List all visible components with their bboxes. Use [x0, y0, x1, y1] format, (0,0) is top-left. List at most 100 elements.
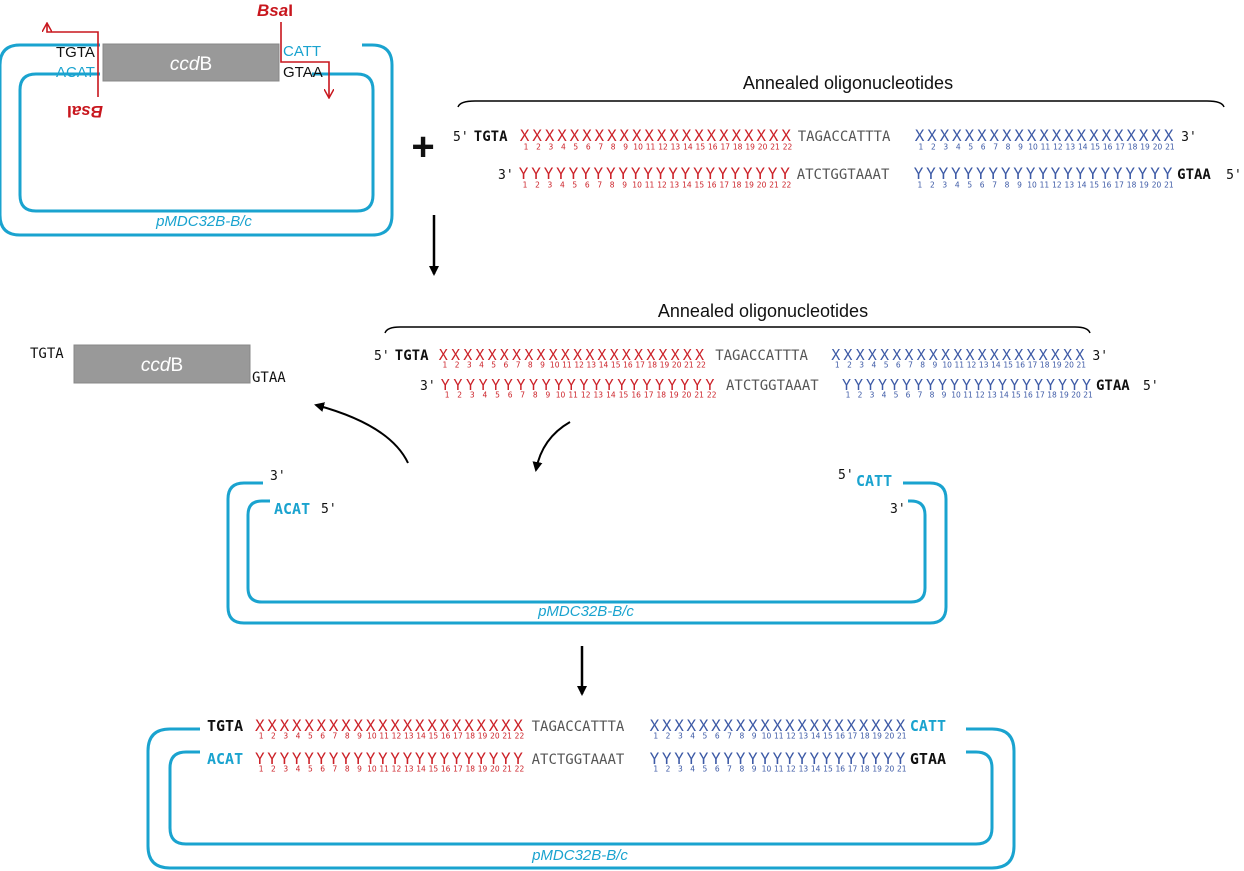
- blue-target-letter: X: [1077, 126, 1087, 145]
- red-target-letter: Y: [668, 164, 678, 183]
- red-target-index: 4: [479, 361, 484, 370]
- red-target-letter: Y: [267, 749, 277, 768]
- prime-label: 3': [1092, 349, 1108, 364]
- blue-target-letter: Y: [1100, 164, 1110, 183]
- blue-target-index: 12: [975, 391, 985, 400]
- red-target-index: 13: [404, 732, 414, 741]
- opened-vector-inner: [246, 499, 927, 604]
- red-target-letter: X: [255, 716, 265, 735]
- blue-target-index: 10: [762, 732, 772, 741]
- red-target-index: 9: [622, 181, 627, 190]
- blue-target-letter: Y: [962, 376, 971, 394]
- red-target-letter: Y: [554, 376, 563, 394]
- red-target-letter: Y: [643, 164, 653, 183]
- opened-vector-outer: [226, 481, 948, 625]
- blue-target-index: 3: [942, 181, 947, 190]
- vector-name-1: pMDC32B-B/c: [155, 213, 252, 230]
- red-target-letter: X: [280, 716, 290, 735]
- red-target-index: 4: [560, 181, 565, 190]
- red-target-index: 16: [708, 143, 718, 152]
- red-target-letter: Y: [390, 749, 400, 768]
- blue-target-letter: Y: [822, 749, 832, 768]
- blue-target-index: 14: [999, 391, 1009, 400]
- blue-target-index: 21: [897, 765, 907, 774]
- bsai-site-right-arrow: [280, 22, 329, 97]
- red-target-index: 18: [648, 361, 658, 370]
- blue-target-index: 17: [1035, 391, 1045, 400]
- prime-label: 5': [1226, 168, 1242, 183]
- blue-target-letter: X: [1151, 126, 1161, 145]
- blue-target-index: 10: [951, 391, 961, 400]
- vector-name-3: pMDC32B-B/c: [531, 847, 628, 864]
- red-target-index: 10: [550, 361, 560, 370]
- red-target-index: 16: [441, 765, 451, 774]
- blue-target-letter: X: [1002, 346, 1011, 364]
- blue-target-letter: Y: [883, 749, 893, 768]
- blue-target-index: 21: [1077, 361, 1087, 370]
- blue-target-index: 11: [1041, 143, 1051, 152]
- red-target-index: 17: [719, 181, 729, 190]
- blue-target-letter: Y: [1010, 376, 1019, 394]
- blue-target-index: 1: [653, 765, 658, 774]
- red-target-index: 3: [283, 732, 288, 741]
- red-target-index: 22: [515, 732, 525, 741]
- blue-target-index: 4: [956, 143, 961, 152]
- sticky-end-left: ACAT: [207, 750, 243, 768]
- red-target-letter: Y: [544, 164, 554, 183]
- final-vector-inner: [168, 750, 994, 846]
- blue-target-index: 8: [920, 361, 925, 370]
- red-target-letter: Y: [280, 749, 290, 768]
- red-target-index: 12: [657, 181, 667, 190]
- red-target-letter: X: [658, 346, 667, 364]
- red-target-index: 18: [732, 181, 742, 190]
- blue-target-letter: Y: [711, 749, 721, 768]
- blue-target-index: 18: [860, 732, 870, 741]
- blue-target-letter: Y: [926, 164, 936, 183]
- blue-target-index: 19: [872, 765, 882, 774]
- blue-target-letter: Y: [988, 164, 998, 183]
- blue-target-index: 15: [1003, 361, 1013, 370]
- red-target-index: 12: [581, 391, 591, 400]
- sticky-end-right: GTAA: [910, 750, 946, 768]
- red-target-index: 14: [599, 361, 609, 370]
- blue-target-index: 16: [1102, 181, 1112, 190]
- blue-target-letter: X: [1051, 346, 1060, 364]
- red-target-letter: X: [707, 126, 717, 145]
- red-target-index: 18: [657, 391, 667, 400]
- final-vector-outer: [146, 727, 1016, 870]
- blue-target-index: 14: [1077, 181, 1087, 190]
- blue-target-index: 1: [919, 143, 924, 152]
- red-target-index: 14: [416, 765, 426, 774]
- red-target-index: 21: [502, 765, 512, 774]
- end-left-bottom: ACAT: [56, 64, 95, 81]
- blue-target-index: 7: [993, 143, 998, 152]
- blue-target-letter: X: [883, 716, 893, 735]
- ccdb-label: ccdB: [170, 54, 212, 75]
- blue-target-letter: X: [1126, 126, 1136, 145]
- red-target-index: 14: [416, 732, 426, 741]
- blue-target-letter: X: [856, 346, 865, 364]
- excised-end-right: GTAA: [252, 370, 286, 386]
- blue-target-letter: Y: [926, 376, 935, 394]
- blue-target-letter: Y: [662, 749, 672, 768]
- annealed-bracket-1: [457, 100, 1225, 108]
- red-target-letter: X: [597, 346, 606, 364]
- blue-target-letter: X: [978, 346, 987, 364]
- red-target-index: 13: [587, 361, 597, 370]
- red-target-index: 2: [457, 391, 462, 400]
- end-right-bottom: GTAA: [283, 64, 323, 81]
- blue-target-index: 2: [847, 361, 852, 370]
- red-target-letter: X: [570, 126, 580, 145]
- red-target-index: 6: [320, 732, 325, 741]
- red-target-index: 2: [271, 765, 276, 774]
- red-target-index: 14: [683, 143, 693, 152]
- red-target-index: 20: [490, 765, 500, 774]
- blue-target-index: 16: [1023, 391, 1033, 400]
- red-target-index: 22: [707, 391, 717, 400]
- red-target-index: 5: [573, 143, 578, 152]
- red-target-letter: X: [292, 716, 302, 735]
- blue-target-index: 4: [955, 181, 960, 190]
- blue-target-letter: Y: [1063, 164, 1073, 183]
- red-target-index: 17: [453, 732, 463, 741]
- blue-target-letter: X: [748, 716, 758, 735]
